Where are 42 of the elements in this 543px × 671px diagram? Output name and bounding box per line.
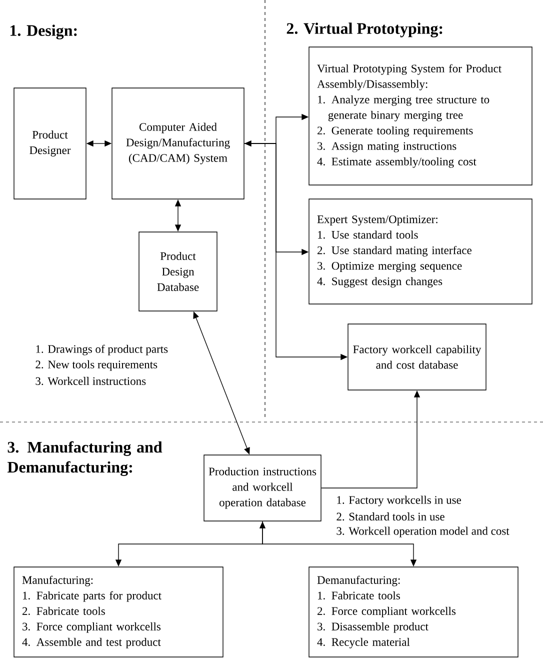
section-title: 3. Manufacturing and Demanufacturing: (7, 441, 162, 476)
list-box (308, 46, 532, 186)
node-text: Product Designer (30, 130, 71, 156)
list-box (308, 198, 532, 304)
list-heading: Virtual Prototyping System for Product Assembly/Disassembly: (317, 64, 502, 90)
list-item: 2. Generate tooling requirements (318, 126, 473, 137)
list-item: 3. Disassemble product (318, 622, 428, 633)
list-item: 4. Estimate assembly/tooling cost (317, 157, 476, 168)
list-item: 2. New tools requirements (36, 360, 158, 371)
process-box (204, 454, 322, 522)
node-text: Computer Aided Design/Manufacturing (CAD/CAM) System (126, 122, 230, 164)
node-text: Production instructions and workcell operation database (208, 467, 316, 509)
list-box (14, 566, 224, 658)
list-item: 1. Factory workcells in use (337, 496, 461, 506)
list-item: 4. Recycle material (317, 638, 410, 648)
list-item: 4. Assemble and test product (22, 638, 161, 648)
list-item: 1. Drawings of product parts (36, 344, 168, 356)
list-item: 3. Optimize merging sequence (318, 262, 462, 272)
list-item: 2. Use standard mating interface (318, 246, 472, 257)
list-item: 1. Fabricate tools (318, 591, 400, 600)
node-text: Factory workcell capability and cost database (353, 345, 482, 369)
list-item: 1. Analyze merging tree structure to generate binary merging tree (318, 95, 490, 122)
list-box (308, 566, 518, 658)
list-item: 2. Fabricate tools (22, 606, 105, 615)
node-text: Product Design Database (157, 252, 199, 292)
list-heading: Demanufacturing: (317, 576, 400, 586)
process-box (348, 324, 486, 390)
list-heading: Manufacturing: (22, 576, 93, 586)
section-title: 1. Design: (10, 24, 77, 40)
process-box (112, 88, 244, 200)
process-box (14, 88, 86, 200)
list-item: 2. Standard tools in use (336, 512, 444, 521)
process-box (138, 232, 218, 312)
list-item: 1. Fabricate parts for product (23, 591, 162, 602)
list-item: 3. Workcell operation model and cost (336, 526, 510, 538)
list-item: 4. Suggest design changes (317, 277, 442, 288)
list-heading: Expert System/Optimizer: (317, 215, 438, 226)
list-item: 3. Workcell instructions (36, 376, 146, 386)
list-item: 3. Assign mating instructions (318, 142, 456, 152)
list-item: 3. Force compliant workcells (22, 622, 161, 633)
list-item: 1. Use standard tools (318, 230, 418, 239)
list-item: 2. Force compliant workcells (318, 606, 456, 618)
